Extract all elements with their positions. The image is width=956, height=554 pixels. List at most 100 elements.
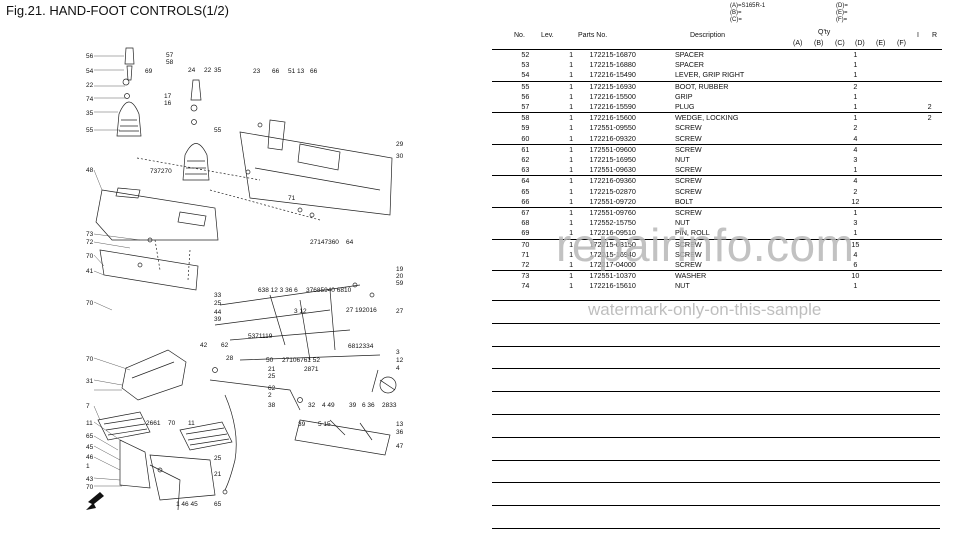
part-qty-a: 1 <box>853 281 858 291</box>
right-boot-shape <box>182 143 210 181</box>
part-description: SCREW <box>674 123 702 133</box>
callout: 42 <box>200 342 208 349</box>
callout: 32 <box>308 402 316 409</box>
callout: 27 <box>396 308 404 315</box>
part-level: 1 <box>569 91 574 101</box>
callout: 27 192016 <box>346 307 377 314</box>
part-description: SCREW <box>674 260 702 270</box>
part-r <box>917 250 942 260</box>
part-description: PLUG <box>674 102 695 112</box>
header-qty-d: (D) <box>855 40 865 47</box>
part-r <box>917 175 942 187</box>
part-r <box>917 228 942 239</box>
part-number-index: 55 <box>492 80 559 92</box>
part-level: 1 <box>558 238 584 250</box>
callout: 35 <box>214 67 222 74</box>
left-pedal-shape <box>97 411 151 441</box>
callout: 2833 <box>382 402 397 409</box>
part-description: SPACER <box>674 49 794 61</box>
part-level: 1 <box>558 207 584 219</box>
part-number-index: 74 <box>521 281 530 291</box>
header-parts-no: Parts No. <box>578 32 608 39</box>
part-r: 2 <box>927 102 932 112</box>
part-description: NUT <box>674 155 690 165</box>
callout: 70 <box>86 356 94 363</box>
legend-model-a: (A)=S165R-1 <box>730 3 766 9</box>
grip-shape <box>124 47 135 65</box>
part-number-index: 58 <box>492 112 559 124</box>
part-description: LEVER, GRIP RIGHT <box>674 70 745 80</box>
part-code: 172216-15490 <box>589 70 636 80</box>
part-number-index: 69 <box>521 228 530 238</box>
part-qty-a: 4 <box>793 143 918 156</box>
callout: 71 <box>288 195 296 202</box>
callout: 62 <box>221 342 229 349</box>
part-code: 172551-09550 <box>589 123 636 133</box>
callout: 39 <box>349 402 357 409</box>
header-no: No. <box>514 32 525 39</box>
part-qty-a: 4 <box>853 249 858 259</box>
part-description: WEDGE, LOCKING <box>674 112 794 124</box>
part-description: SCREW <box>674 238 794 250</box>
part-qty-a: 2 <box>853 123 858 133</box>
callout: 737270 <box>150 168 172 175</box>
legend-model-f: (F)= <box>836 17 848 23</box>
part-level: 1 <box>569 281 574 291</box>
callout: 21 <box>214 471 222 478</box>
part-level: 1 <box>558 80 584 92</box>
part-r <box>917 134 942 145</box>
part-description: BOLT <box>674 196 694 206</box>
part-qty-a: 1 <box>853 70 858 80</box>
part-number-index: 67 <box>492 207 559 219</box>
legend-model-e: (E)= <box>836 10 848 16</box>
part-number-index: 66 <box>521 196 530 206</box>
callout: 36 <box>396 429 404 436</box>
part-qty-a: 1 <box>853 60 858 70</box>
part-r <box>917 238 942 250</box>
part-level: 1 <box>569 260 574 270</box>
callout: 47 <box>396 443 404 450</box>
part-description: SCREW <box>674 133 702 143</box>
part-description: SCREW <box>674 165 702 175</box>
callout: 21 <box>268 366 276 373</box>
callout: 16 <box>164 100 172 107</box>
part-description: SCREW <box>674 143 794 156</box>
part-code: 172215-02870 <box>589 186 636 196</box>
part-code: 172215-16880 <box>589 60 636 70</box>
part-qty-a: 6 <box>853 260 858 270</box>
callout: 59 <box>396 280 404 287</box>
part-r <box>917 197 942 208</box>
callout: 31 <box>86 378 94 385</box>
callout: 6812334 <box>348 343 374 350</box>
part-r <box>917 187 942 197</box>
legend-model-b: (B)= <box>730 10 742 16</box>
part-r <box>917 92 942 102</box>
part-r <box>917 270 942 282</box>
part-code: 172216-09320 <box>589 133 636 143</box>
callout: 66 <box>310 68 318 75</box>
callout: 56 <box>86 53 94 60</box>
callout: 17 <box>164 93 172 100</box>
part-r <box>917 155 942 165</box>
callout: 2 <box>268 392 272 399</box>
callout: 27106761 52 <box>282 357 320 364</box>
left-boot-shape <box>116 101 142 137</box>
part-code: 172216-15590 <box>589 102 636 112</box>
header-lev: Lev. <box>541 32 554 39</box>
part-level: 1 <box>569 196 574 206</box>
header-description: Description <box>690 32 726 39</box>
callout: 66 <box>272 68 280 75</box>
callout: 46 <box>86 454 94 461</box>
part-description: WASHER <box>674 270 794 282</box>
callout: 22 <box>204 67 212 74</box>
